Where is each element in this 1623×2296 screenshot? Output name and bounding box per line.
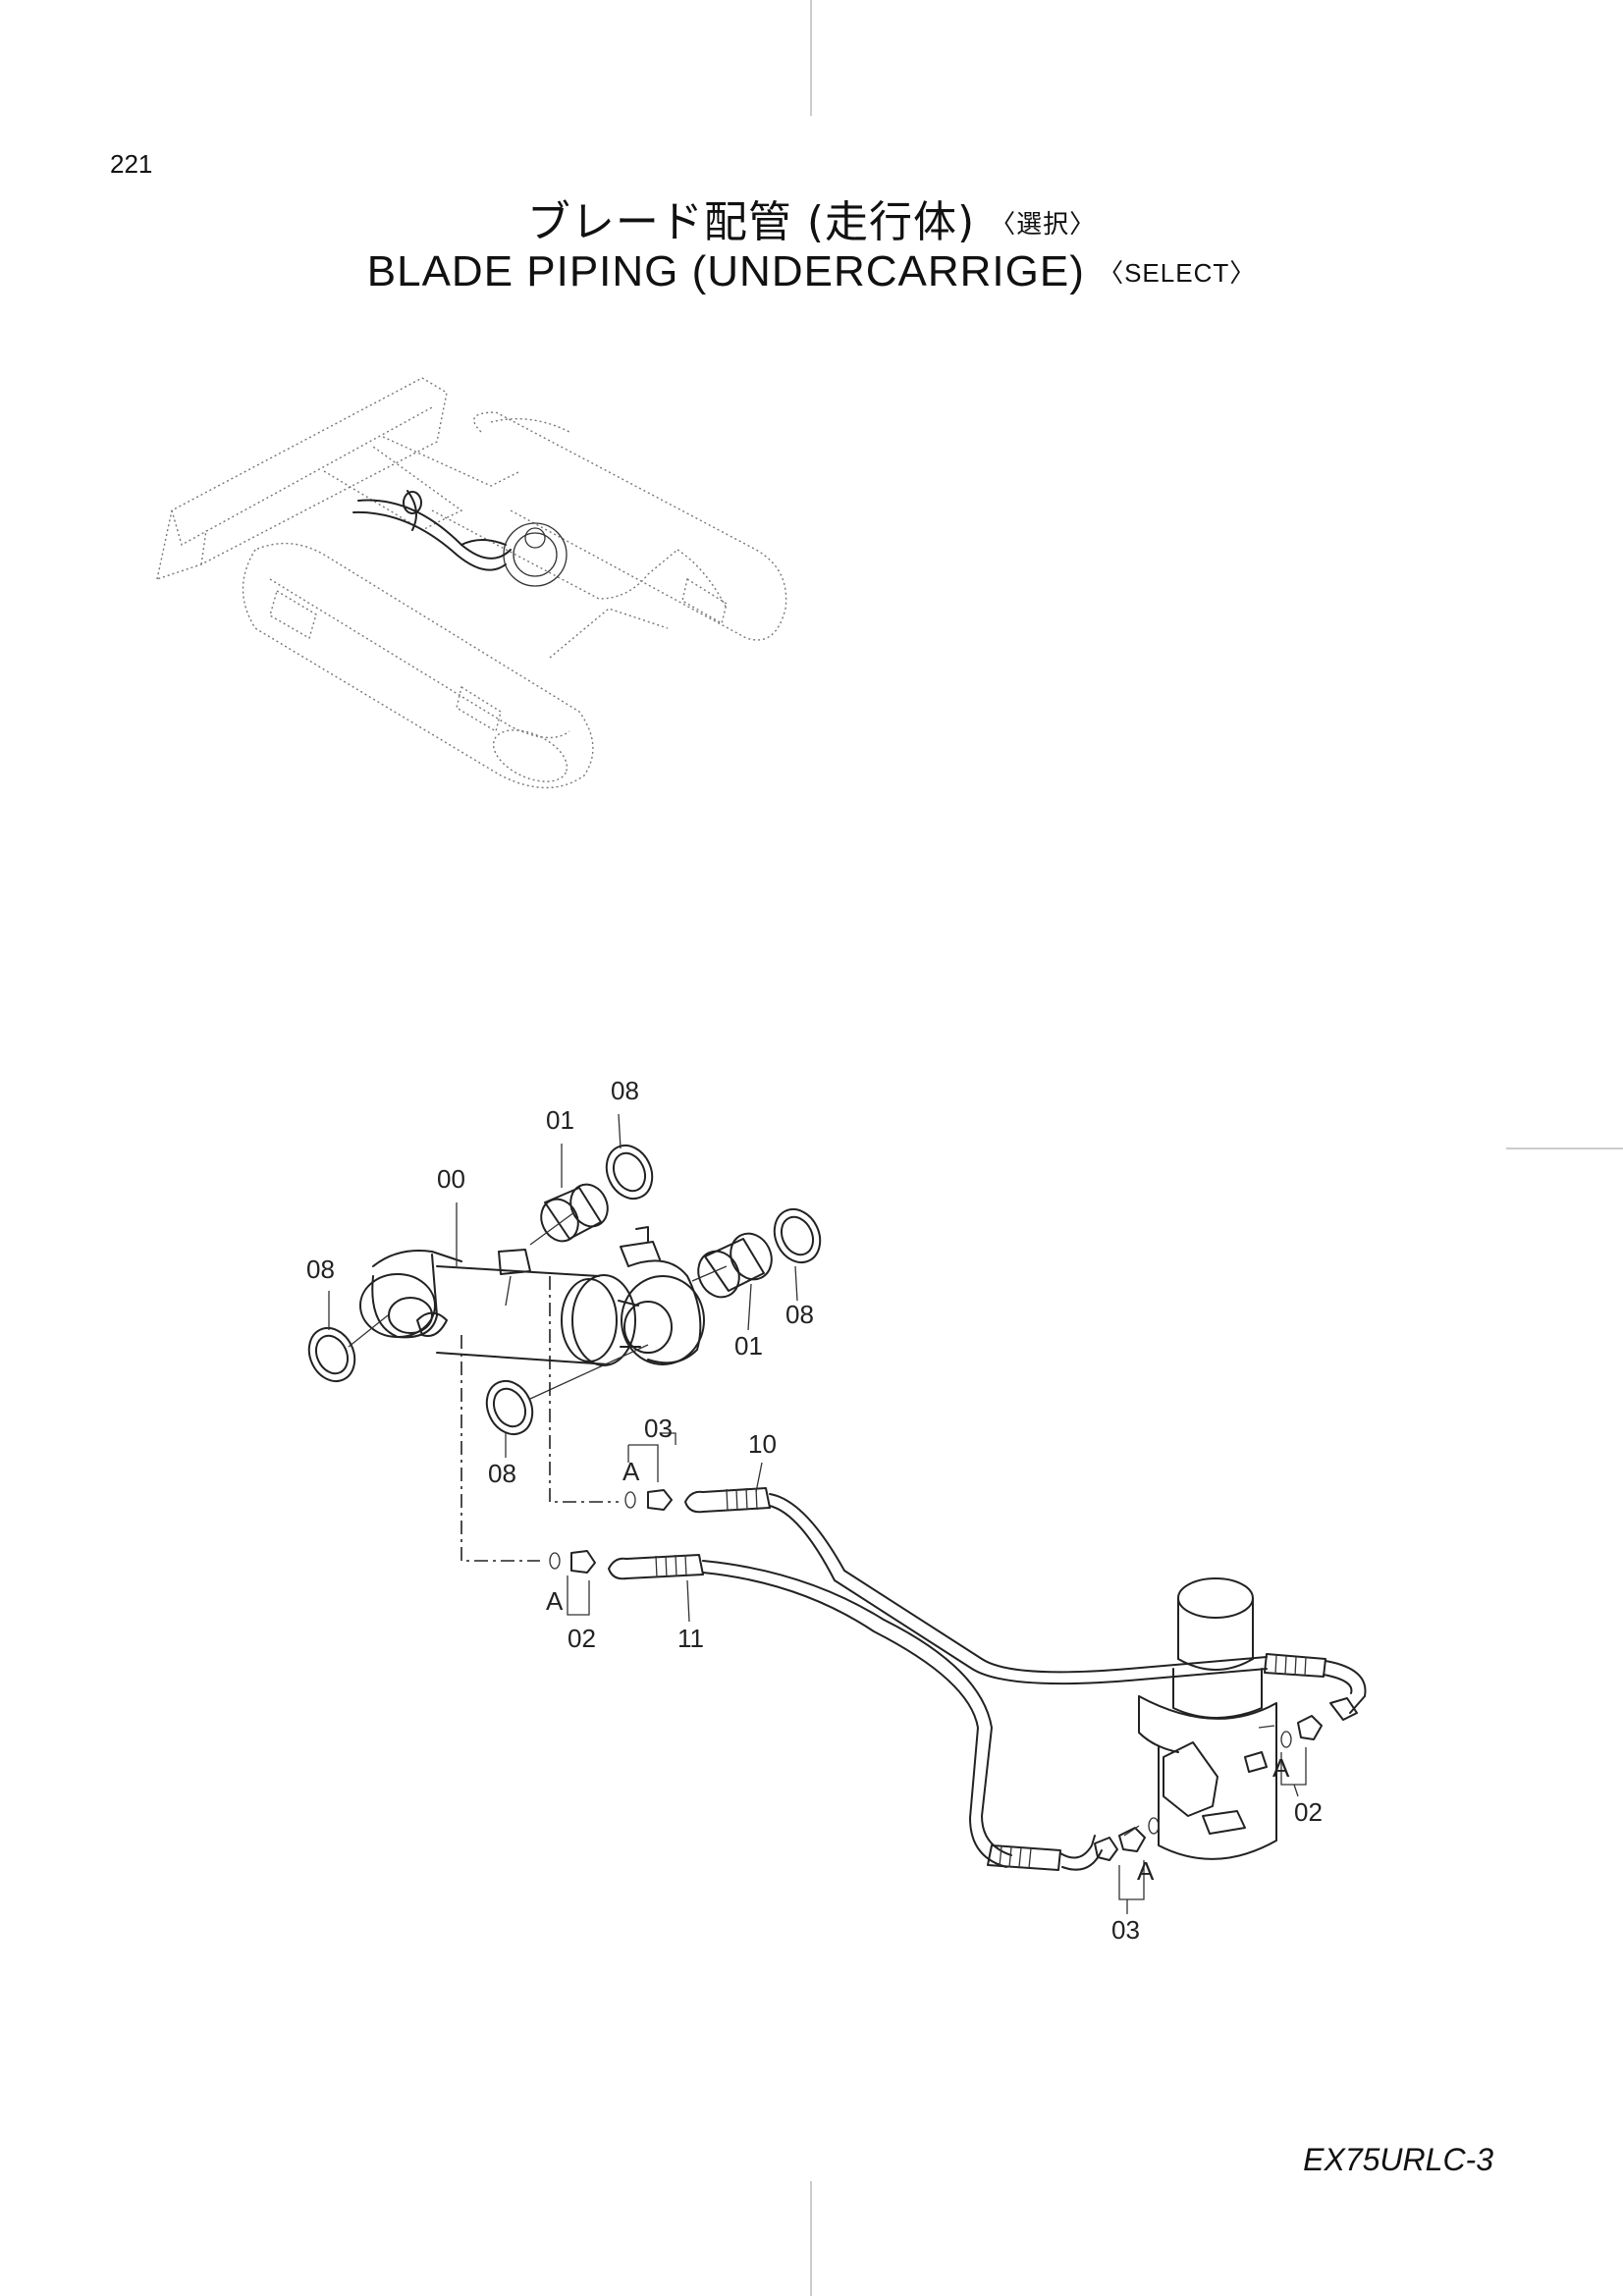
bushings-and-seals [307, 1144, 822, 1436]
title-japanese-select: 〈選択〉 [990, 210, 1097, 240]
callout-labels: 08 01 00 08 08 01 08 03 A 10 A 02 11 A 0… [306, 1076, 1323, 1945]
callout-08-bottom: 08 [488, 1459, 516, 1488]
callout-a-right: A [1272, 1753, 1290, 1783]
title-english: BLADE PIPING (UNDERCARRIGE) 〈SELECT〉 [0, 247, 1623, 296]
port-routing-lines [460, 1276, 619, 1562]
callout-00: 00 [437, 1164, 465, 1194]
title-japanese-main: ブレード配管 (走行体) [526, 197, 976, 247]
callout-10: 10 [748, 1429, 777, 1459]
callout-11: 11 [677, 1624, 704, 1653]
callout-03-upper: 03 [644, 1414, 673, 1443]
callout-02-lower: 02 [568, 1624, 596, 1653]
callout-03-bottom: 03 [1111, 1915, 1140, 1945]
hose-assemblies [608, 1487, 1367, 1871]
callout-a-bottom: A [1137, 1856, 1155, 1886]
callout-02-right: 02 [1294, 1797, 1323, 1827]
callout-08-top: 08 [611, 1076, 639, 1105]
callout-a-upper: A [622, 1457, 640, 1486]
blade-cylinder [359, 1226, 705, 1366]
cylinder-fittings [549, 1489, 673, 1574]
callout-01-right: 01 [734, 1331, 763, 1361]
page-number: 221 [110, 149, 153, 179]
callout-brackets [567, 1432, 1307, 1900]
center-joint-fittings [1094, 1715, 1323, 1861]
callout-leaders [328, 1113, 1299, 1914]
callout-a-lower: A [546, 1586, 564, 1616]
callout-08-left: 08 [306, 1255, 335, 1284]
callout-08-right: 08 [785, 1300, 814, 1329]
title-english-main: BLADE PIPING (UNDERCARRIGE) [366, 247, 1085, 295]
title-english-select: 〈SELECT〉 [1098, 258, 1257, 288]
callout-01-top: 01 [546, 1105, 574, 1135]
title-japanese: ブレード配管 (走行体) 〈選択〉 [0, 187, 1623, 249]
model-number: EX75URLC-3 [1303, 2142, 1493, 2177]
undercarriage-overview-illustration [156, 377, 787, 789]
center-joint [1138, 1577, 1277, 1860]
crop-marks [810, 0, 1623, 2296]
